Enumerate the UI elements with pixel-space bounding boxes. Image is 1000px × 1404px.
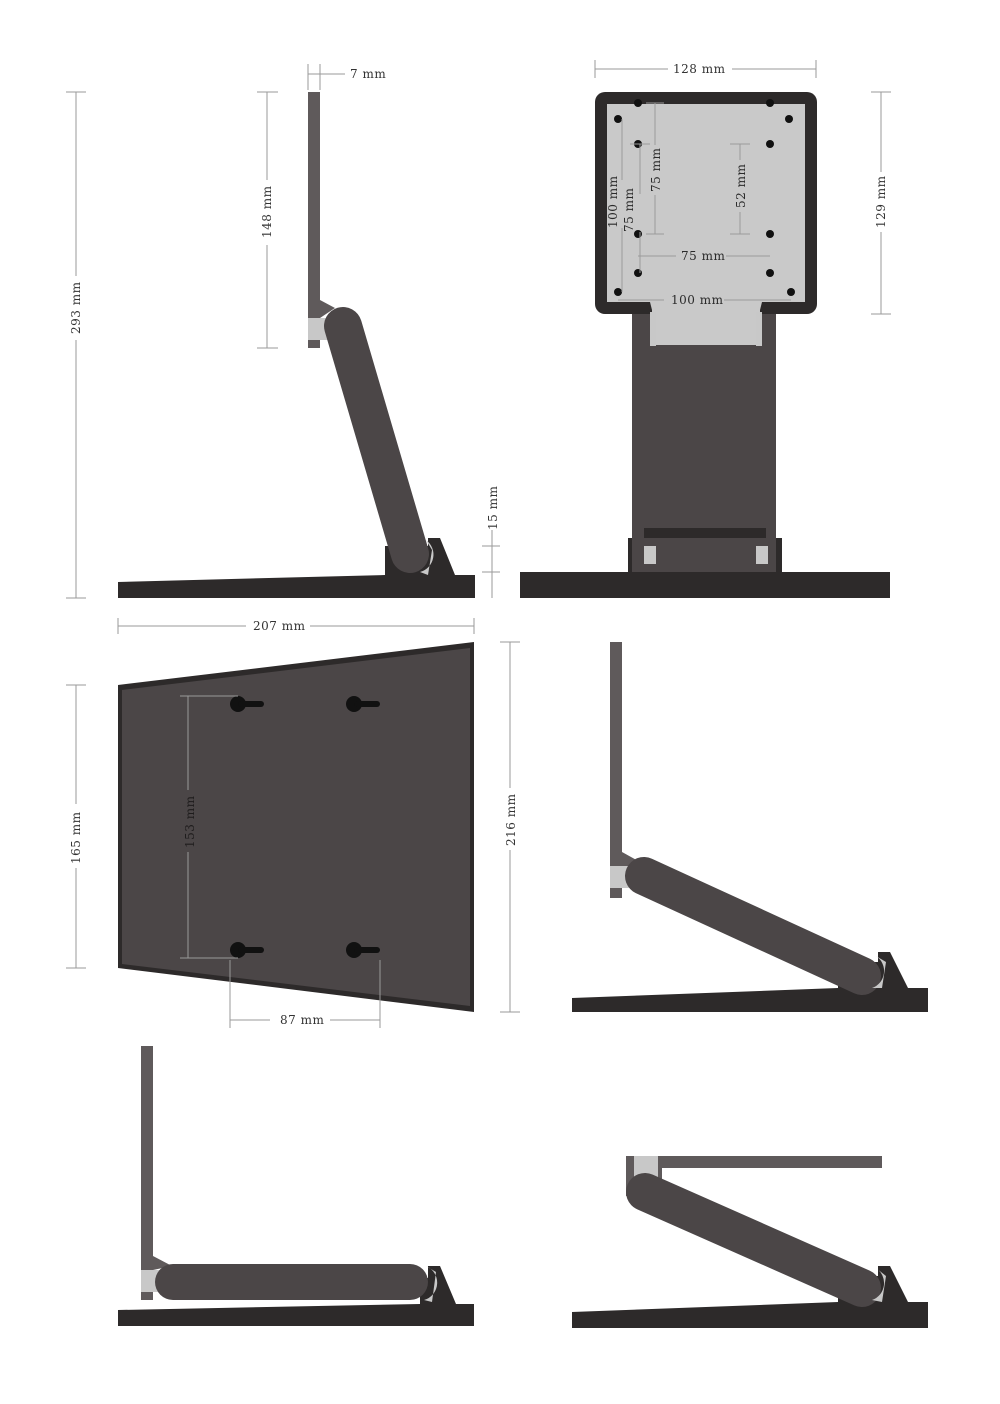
front-base — [520, 572, 890, 598]
flat-monitor-panel — [141, 1046, 153, 1300]
front-hinge-center — [656, 538, 756, 572]
base-surface — [122, 648, 470, 1006]
dim-vesa-100-vertical: 100 mm — [606, 175, 620, 228]
side-base — [118, 538, 475, 598]
vesa-hole — [766, 99, 774, 107]
vesa-hole — [634, 269, 642, 277]
flat-bottom-hinge — [424, 1266, 438, 1302]
dim-back-width: 165 mm — [69, 811, 83, 864]
side-view-upright: 7 mm 148 mm 293 mm 15 mm — [66, 64, 500, 599]
vesa-hole — [766, 230, 774, 238]
vesa-hole — [787, 288, 795, 296]
vesa-hole — [614, 115, 622, 123]
dim-hole-spacing-horizontal: 87 mm — [280, 1013, 324, 1027]
dim-vesa-75-horizontal: 75 mm — [681, 249, 725, 263]
side-monitor-panel — [308, 92, 320, 348]
dim-vesa-75-vertical-inner: 75 mm — [649, 148, 663, 192]
side-view-tilt-low — [572, 642, 928, 1012]
folded-monitor-panel — [626, 1156, 882, 1168]
keyhole-slot — [230, 696, 264, 712]
folded-arm — [626, 1173, 881, 1307]
dim-height: 129 mm — [874, 175, 888, 228]
dim-hinge-height: 15 mm — [486, 486, 500, 530]
dim-vesa-75-vertical-left: 75 mm — [622, 188, 636, 232]
dim-hole-spacing-vertical: 153 mm — [183, 795, 197, 848]
front-plate-slot-left — [650, 312, 656, 346]
side-arm — [324, 307, 429, 573]
dim-52: 52 mm — [734, 164, 748, 208]
dim-vesa-100-horizontal: 100 mm — [671, 293, 724, 307]
dim-total-height: 293 mm — [69, 281, 83, 334]
dim-panel-height: 148 mm — [260, 185, 274, 238]
base-top-view: 207 mm 165 mm 153 mm 216 mm 87 mm — [66, 618, 520, 1028]
dim-depth: 207 mm — [253, 619, 306, 633]
side-view-flat — [118, 1046, 474, 1326]
tilt-bottom-hinge — [872, 956, 886, 988]
front-column-notch — [644, 528, 766, 538]
vesa-hole — [614, 288, 622, 296]
vesa-hole — [785, 115, 793, 123]
flat-base — [118, 1266, 474, 1326]
folded-top-hinge — [634, 1156, 658, 1178]
dim-front-width: 216 mm — [504, 793, 518, 846]
front-vesa-plate — [607, 104, 805, 345]
dim-width: 128 mm — [673, 62, 726, 76]
tilt-arm — [625, 857, 881, 995]
keyhole-slot — [346, 942, 380, 958]
vesa-hole — [634, 99, 642, 107]
front-view: 100 mm 75 mm 75 mm 52 mm 75 mm 100 mm 12… — [520, 60, 891, 598]
keyhole-slot — [346, 696, 380, 712]
vesa-hole — [766, 269, 774, 277]
keyhole-slot — [230, 942, 264, 958]
front-plate-slot-right — [756, 312, 762, 346]
side-panel-joint — [308, 300, 335, 318]
front-hinge-right — [756, 546, 768, 564]
vesa-hole — [766, 140, 774, 148]
front-hinge-left — [644, 546, 656, 564]
folded-bottom-hinge — [872, 1268, 886, 1302]
dim-thickness: 7 mm — [350, 67, 386, 81]
tilt-monitor-panel — [610, 642, 622, 898]
side-view-folded — [572, 1156, 928, 1328]
